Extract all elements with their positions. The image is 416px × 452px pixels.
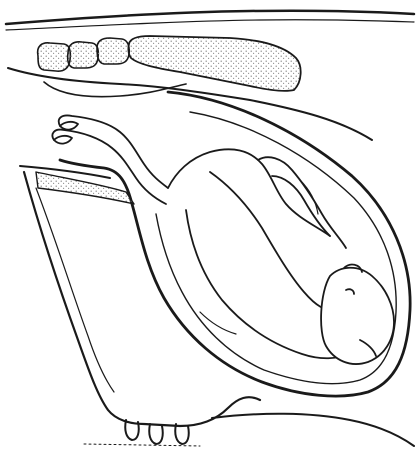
calf-hind-leg bbox=[258, 157, 346, 248]
fetal-membrane bbox=[200, 312, 236, 334]
calf-hind-leg-2 bbox=[272, 176, 330, 236]
vertebra bbox=[97, 38, 129, 64]
calf-belly bbox=[210, 172, 336, 310]
teat bbox=[149, 424, 163, 444]
calf bbox=[52, 115, 394, 364]
calf-head bbox=[321, 268, 394, 364]
calf-hoof-lower bbox=[54, 136, 72, 144]
sacrum bbox=[128, 36, 300, 91]
vertebra bbox=[38, 43, 71, 71]
calf-rump bbox=[168, 149, 330, 236]
abdomen-inner bbox=[36, 188, 114, 392]
calf-hoof-upper bbox=[60, 122, 78, 130]
spine bbox=[38, 36, 301, 91]
abdomen-outline bbox=[24, 172, 260, 426]
vertebra bbox=[68, 42, 99, 68]
back-line bbox=[6, 11, 414, 24]
back-line-inner bbox=[6, 20, 414, 30]
belly-line bbox=[212, 414, 414, 446]
